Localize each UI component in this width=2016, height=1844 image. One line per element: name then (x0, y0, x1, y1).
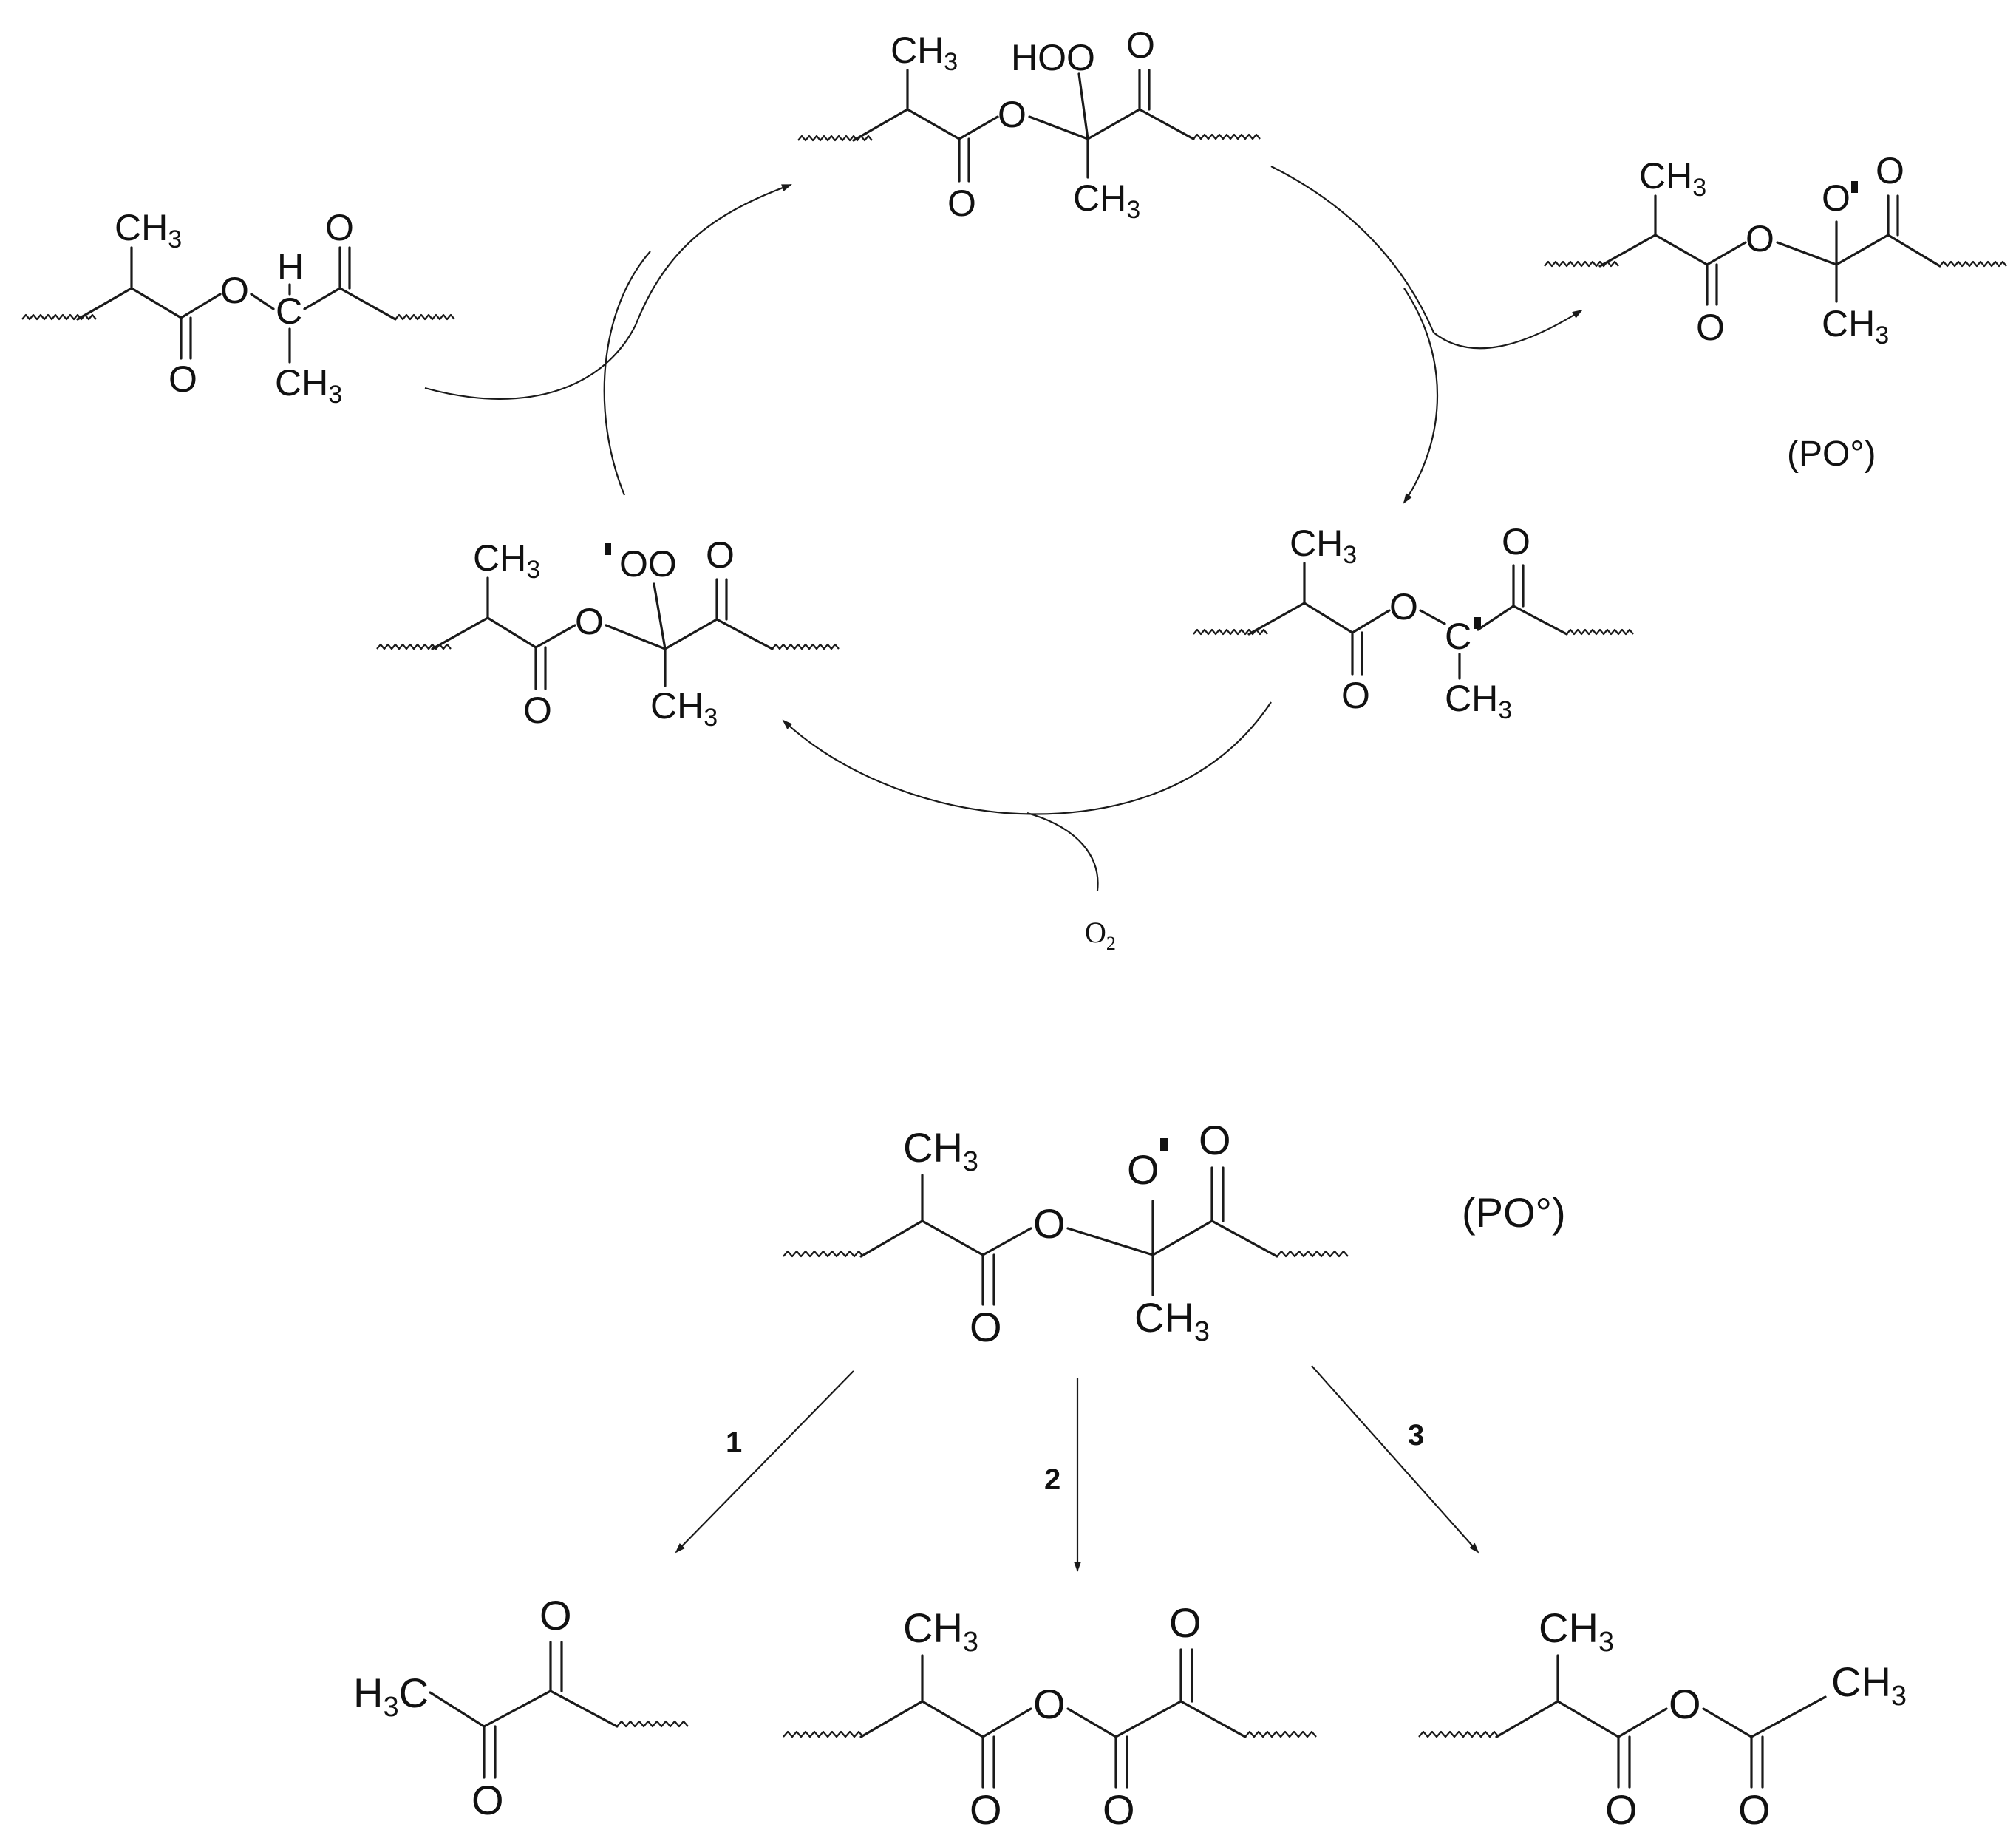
atom-label: O (998, 94, 1026, 135)
atom-label: CH3 (1073, 177, 1140, 224)
atom-label: O (970, 1304, 1002, 1350)
wavy-bond (1566, 628, 1634, 636)
product-1: H3C O O (353, 1592, 689, 1823)
pathway-label-1: 1 (726, 1426, 742, 1459)
atom-label: CH3 (275, 362, 342, 409)
atom-label: O (471, 1777, 504, 1823)
atom-label: CH3 (903, 1605, 978, 1658)
product-2: CH3 O O O O (783, 1599, 1317, 1833)
atom-label: O (1746, 218, 1774, 259)
atom-label: CH3 (1445, 678, 1512, 724)
molecule-alkyl-radical: CH3 O O C CH3 O (1193, 521, 1634, 724)
atom-label: O (325, 207, 354, 248)
wavy-bond (1244, 1730, 1317, 1738)
atom-label: CH3 (1639, 155, 1706, 202)
atom-label: O (1876, 150, 1904, 191)
atom-label: CH3 (1539, 1605, 1614, 1658)
atom-label: O (1738, 1786, 1771, 1833)
wavy-bond (1193, 133, 1261, 140)
wavy-bond (1418, 1730, 1499, 1738)
atom-label: O (1822, 177, 1850, 219)
atom-label: O (1605, 1786, 1638, 1833)
atom-label: C (276, 290, 302, 332)
atom-label: O (1696, 307, 1725, 348)
wavy-bond (395, 313, 455, 321)
atom-label: O (220, 270, 249, 311)
atom-label: O (575, 601, 604, 642)
wavy-bond (783, 1250, 864, 1258)
atom-label: CH3 (1290, 523, 1357, 569)
atom-label: O (1341, 675, 1370, 716)
product-3: CH3 O O O CH3 (1418, 1605, 1907, 1833)
atom-label: CH3 (650, 685, 718, 732)
arrow-decomposition (1270, 166, 1583, 350)
molecule-alkoxy-radical-top: CH3 O O O CH3 O (1544, 150, 2007, 350)
oxygen-label: O2 (1085, 916, 1116, 954)
atom-label: O (1033, 1200, 1066, 1247)
atom-label: O (539, 1592, 572, 1639)
atom-label: CH3 (473, 537, 540, 584)
atom-label: OO (619, 543, 677, 585)
atom-label: CH3 (1822, 303, 1889, 350)
pathway-label-3: 3 (1408, 1419, 1424, 1452)
wavy-bond (1939, 260, 2007, 268)
radical-dot (1474, 617, 1481, 629)
cycle-arrows (424, 166, 1583, 891)
atom-label: CH3 (115, 207, 182, 254)
molecule-alkoxy-radical-bottom: CH3 O O O CH3 O (783, 1117, 1349, 1350)
atom-label: CH3 (890, 30, 958, 76)
atom-label: O (947, 183, 976, 224)
atom-label: H3C (353, 1670, 429, 1723)
molecule-start: CH3 O O H C CH3 O (21, 207, 455, 409)
atom-label: O (1169, 1599, 1202, 1646)
atom-label: O (1199, 1117, 1231, 1163)
radical-dot (1851, 181, 1858, 193)
arrow-cycle-left (603, 251, 651, 496)
radical-dot (605, 543, 611, 555)
molecule-peroxy-radical: CH3 O O OO CH3 O (376, 534, 840, 732)
arrow-oxygen-feed (1026, 812, 1099, 891)
atom-label: CH3 (1831, 1658, 1907, 1712)
atom-label: O (1103, 1786, 1135, 1833)
wavy-bond (616, 1720, 689, 1728)
atom-label: O (1389, 586, 1418, 627)
atom-label: O (1127, 1146, 1159, 1193)
radical-dot (1160, 1138, 1168, 1151)
atom-label: O (1033, 1681, 1066, 1727)
pathway-label-2: 2 (1044, 1463, 1060, 1496)
arrow-oxygen-addition (782, 701, 1272, 815)
wavy-bond (783, 1730, 864, 1738)
atom-label: O (523, 690, 552, 731)
atom-label: O (1669, 1681, 1701, 1727)
molecule-hydroperoxide: CH3 O O HOO CH3 O (797, 24, 1261, 224)
atom-label: H (277, 246, 304, 288)
arrow-pathway-1 (675, 1370, 854, 1554)
wavy-bond (772, 643, 840, 650)
atom-label: HOO (1011, 37, 1095, 78)
wavy-bond (1276, 1250, 1349, 1258)
arrow-h-abstraction (424, 183, 792, 400)
atom-label: O (168, 358, 197, 400)
atom-label: O (1502, 521, 1530, 562)
atom-label: O (1126, 24, 1155, 66)
atom-label: C (1445, 616, 1471, 657)
atom-label: O (706, 534, 735, 576)
arrow-pathway-3 (1311, 1365, 1479, 1554)
branch-arrows (675, 1365, 1479, 1572)
arrow-cycle-right (1403, 288, 1438, 504)
atom-label: CH3 (1134, 1294, 1210, 1347)
atom-label: O (970, 1786, 1002, 1833)
atom-label: CH3 (903, 1124, 978, 1177)
po-radical-label-top: (PO°) (1787, 435, 1876, 474)
po-radical-label-bottom: (PO°) (1462, 1189, 1566, 1236)
